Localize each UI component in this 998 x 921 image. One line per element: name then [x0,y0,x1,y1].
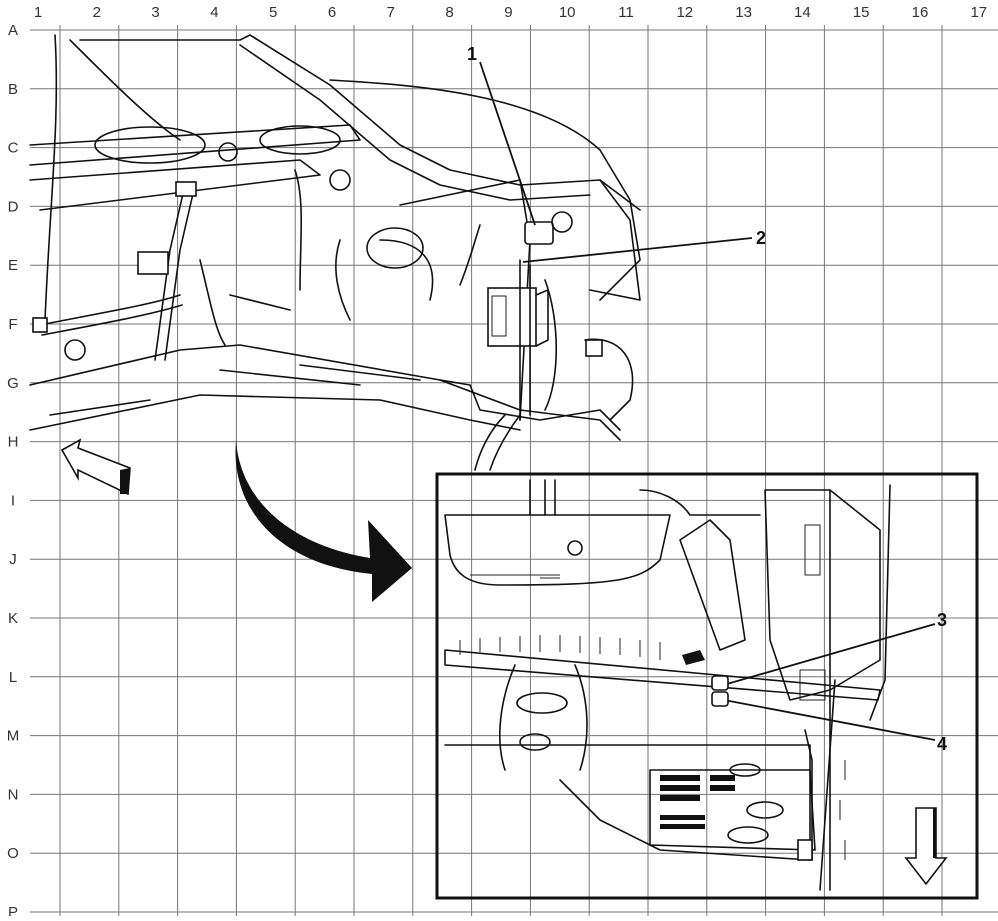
grid-column-label: 16 [912,4,929,21]
grid-column-label: 9 [504,4,512,21]
grid-row-label: M [7,728,20,745]
grid-row-label: J [9,551,17,568]
grid-row-label: C [8,140,19,157]
grid-column-label: 11 [618,4,634,21]
detail-inset [435,472,979,900]
grid-column-label: 10 [559,4,576,21]
callout-2: 2 [756,228,766,248]
reference-grid [30,25,998,916]
grid-column-label: 13 [735,4,752,21]
grid-row-label: E [8,257,18,274]
grid-column-label: 1 [34,4,42,21]
grid-column-label: 5 [269,4,277,21]
grid-column-label: 2 [93,4,101,21]
grid-row-label: B [8,81,18,98]
grid-row-label: K [8,610,18,627]
grid-row-label: N [8,786,19,803]
grid-row-labels: A B C D E F G H I J K L M N O P [7,22,20,921]
callout-4: 4 [937,734,947,754]
grid-column-label: 12 [676,4,693,21]
callout-labels: 1 2 3 4 [467,44,947,754]
grid-row-label: F [8,316,17,333]
grid-row-label: D [8,198,19,215]
grid-column-label: 4 [210,4,218,21]
arrow-up-left-icon [60,438,131,496]
grid-column-label: 17 [970,4,987,21]
grid-column-label: 7 [387,4,395,21]
callout-1: 1 [467,44,477,64]
grid-row-label: O [7,845,19,862]
callout-3: 3 [937,610,947,630]
grid-column-label: 14 [794,4,811,21]
grid-column-label: 6 [328,4,336,21]
grid-row-label: P [8,904,18,916]
grid-row-label: A [8,22,18,39]
grid-row-label: G [7,375,19,392]
grid-column-label: 8 [445,4,453,21]
arrow-down-icon [904,807,948,886]
grid-row-label: H [8,434,19,451]
grid-column-label: 3 [151,4,159,21]
grid-row-label: L [9,669,17,686]
grid-column-label: 15 [853,4,870,21]
main-view-drawing [29,34,641,471]
grid-row-label: I [11,492,15,509]
curved-arrow-right-icon [235,440,412,602]
